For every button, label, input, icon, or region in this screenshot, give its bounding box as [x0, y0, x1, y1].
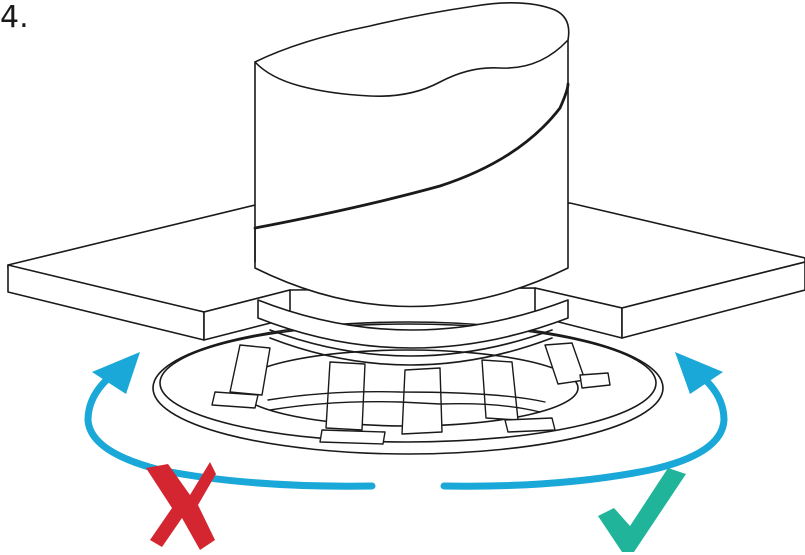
clockwise-arrowhead: [675, 352, 723, 394]
red-x-icon: [146, 462, 216, 550]
mounting-base-plate: [152, 321, 664, 455]
appliance-cylinder: [253, 2, 570, 308]
counterclockwise-arrow-icon: [84, 371, 376, 490]
mounting-collar: [257, 299, 569, 366]
counterclockwise-arrowhead: [92, 352, 140, 394]
step-number: 4.: [0, 0, 29, 35]
clockwise-arrow-icon: [440, 371, 728, 490]
green-check-icon: [598, 468, 686, 552]
